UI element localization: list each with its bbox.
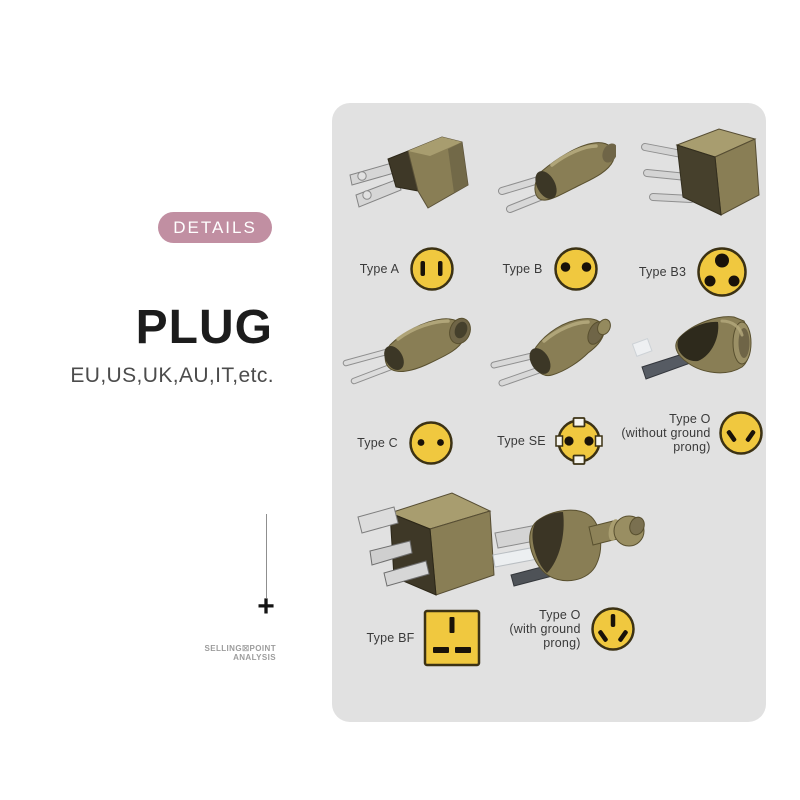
- socket-type-a-icon: [410, 247, 454, 291]
- plug-cell-type-b: Type B: [482, 133, 620, 293]
- plug-illustration-type-se: [490, 318, 611, 387]
- watermark-line2: ANALYSIS: [233, 653, 276, 662]
- plug-illustration-type-c: [342, 317, 471, 385]
- page-subtitle: EU,US,UK,AU,IT,etc.: [70, 364, 274, 387]
- plug-cell-type-o-no-ground: Type O (without ground prong): [621, 303, 764, 457]
- plug-cell-type-c: Type C: [336, 309, 476, 467]
- vertical-divider: [266, 514, 267, 598]
- plus-sign: +: [257, 590, 275, 623]
- plug-cell-type-b3: Type B3: [624, 119, 764, 299]
- plug-illustration-type-b: [498, 142, 616, 213]
- socket-type-o-ground-icon: [590, 607, 635, 651]
- plug-cell-type-a: Type A: [338, 129, 478, 293]
- page-title: PLUG: [135, 301, 273, 354]
- plug-label-type-b3: Type B3: [638, 265, 687, 279]
- watermark-text: SELLING☒POINT ANALYSIS: [205, 644, 277, 662]
- plug-label-type-o-no-ground: Type O (without ground prong): [621, 412, 711, 454]
- watermark-line1: SELLING☒POINT: [204, 644, 276, 653]
- socket-type-bf-icon: [424, 609, 481, 667]
- socket-type-c-icon: [409, 421, 453, 465]
- plug-cell-type-bf: Type BF: [348, 483, 500, 667]
- plug-cell-type-se: Type SE: [480, 307, 620, 465]
- socket-type-se-icon: [555, 417, 603, 465]
- details-badge: DETAILS: [158, 212, 272, 243]
- plug-illustration-type-bf: [357, 492, 495, 596]
- plug-label-type-se: Type SE: [497, 434, 546, 448]
- plug-illustration-type-a: [349, 136, 469, 209]
- plug-label-type-a: Type A: [359, 262, 400, 276]
- socket-type-b-icon: [553, 247, 598, 291]
- plug-cell-type-o-ground: Type O (with ground prong): [484, 495, 662, 653]
- socket-type-o-no-ground-icon: [718, 411, 763, 455]
- socket-type-b3-icon: [697, 247, 747, 297]
- plug-illustration-type-o-no-ground: [631, 316, 752, 380]
- plug-label-type-c: Type C: [357, 436, 398, 450]
- plug-illustration-type-o-ground: [492, 509, 645, 587]
- plug-label-type-bf: Type BF: [366, 631, 415, 645]
- plug-illustration-type-b3: [641, 128, 760, 216]
- plug-label-type-o-ground: Type O (with ground prong): [509, 608, 581, 650]
- plug-types-panel: Type A Type B: [332, 103, 766, 722]
- plug-label-type-b: Type B: [502, 262, 543, 276]
